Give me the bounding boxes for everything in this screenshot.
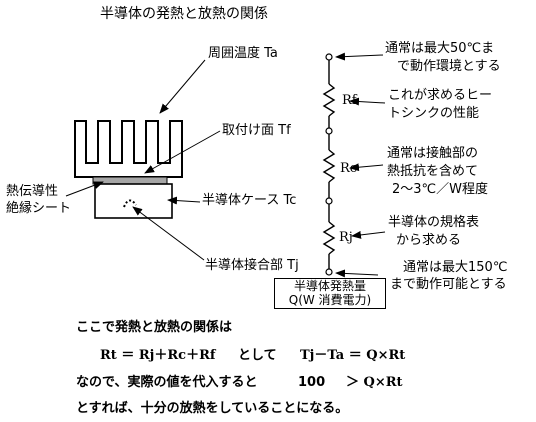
node-ta xyxy=(325,53,333,61)
label-junction: 半導体接合部 Tj xyxy=(205,258,299,273)
note-rf-1: これが求めるヒー xyxy=(388,88,493,103)
label-case: 半導体ケース Tc xyxy=(202,193,297,208)
thermal-network xyxy=(322,57,336,272)
formula-to-as: として xyxy=(238,348,277,363)
note-ta-1: 通常は最大50℃ま xyxy=(385,41,495,56)
heat-box-line1: 半導体発熱量 xyxy=(293,279,366,293)
pointer-arrows xyxy=(65,59,221,261)
resistor-rj xyxy=(322,221,336,255)
explanation-line-1: ここで発熱と放熱の関係は xyxy=(76,320,233,335)
label-insulating-sheet-1: 熱伝導性 xyxy=(6,184,59,199)
node-tj xyxy=(325,268,333,276)
note-tj-2: まで動作可能とする xyxy=(390,277,507,292)
explanation-line-4: とすれば、十分の放熱をしていることになる。 xyxy=(76,401,349,416)
heat-generation-box: 半導体発熱量 Q(W 消費電力) xyxy=(274,278,386,309)
resistor-rf-label: Rf xyxy=(342,93,357,108)
note-arrows xyxy=(335,52,386,278)
resistor-rc-label: Rc xyxy=(340,161,358,176)
insulating-sheet xyxy=(92,176,168,185)
note-rc-2: 熱抵抗を含めて xyxy=(387,164,479,179)
formula-rt: Rt ＝ Rj＋Rc＋Rf xyxy=(100,348,216,363)
note-rj-2: から求める xyxy=(396,233,462,248)
label-mount-surface: 取付け面 Tf xyxy=(222,123,291,138)
junction-dots xyxy=(123,199,137,208)
note-rc-3: 2～3℃／W程度 xyxy=(392,182,488,197)
resistor-rc xyxy=(322,149,336,183)
note-rf-2: トシンクの性能 xyxy=(388,106,480,121)
semiconductor-package xyxy=(94,183,173,219)
node-tf xyxy=(325,127,333,135)
value-100: 100 xyxy=(298,375,326,390)
explanation-line-3: なので、実際の値を代入すると xyxy=(76,375,258,390)
note-rj-1: 半導体の規格表 xyxy=(388,215,480,230)
resistor-rj-label: Rj xyxy=(339,230,353,245)
formula-tj-ta: Tj－Ta ＝ Q×Rt xyxy=(300,348,406,363)
label-insulating-sheet-2: 絶縁シート xyxy=(6,201,72,216)
heat-box-line2: Q(W 消費電力) xyxy=(288,293,372,307)
note-rc-1: 通常は接触部の xyxy=(387,146,479,161)
formula-inequality: ＞ Q×Rt xyxy=(346,375,403,390)
label-ambient-temp: 周囲温度 Ta xyxy=(208,46,278,61)
heatsink xyxy=(74,120,183,178)
resistor-rf xyxy=(322,83,336,117)
diagram-title: 半導体の発熱と放熱の関係 xyxy=(100,6,268,22)
note-tj-1: 通常は最大150℃ xyxy=(403,260,508,275)
node-tc xyxy=(325,197,333,205)
note-ta-2: で動作環境とする xyxy=(397,59,501,74)
